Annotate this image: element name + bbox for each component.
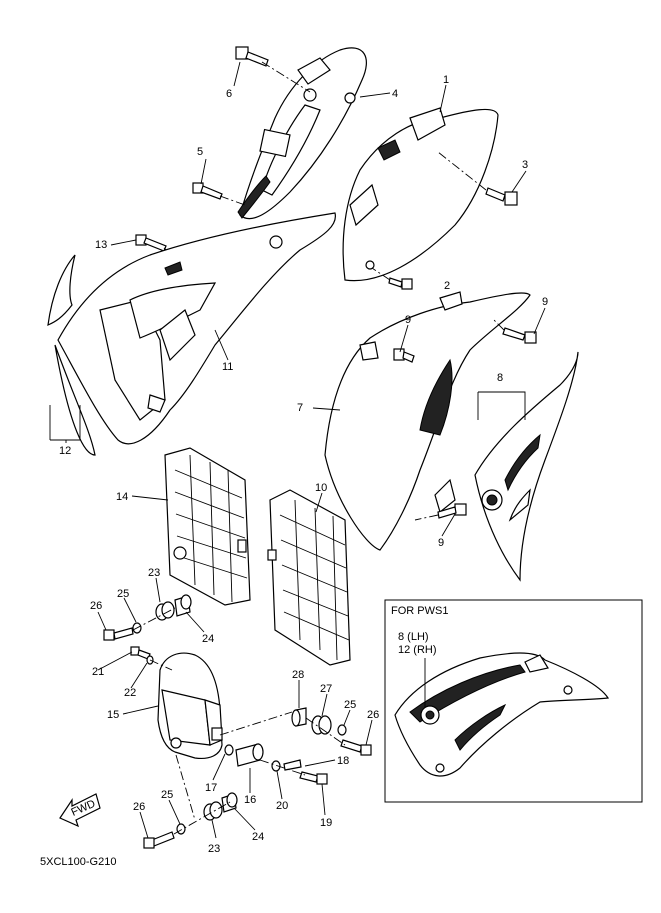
bolt-5 — [192, 182, 223, 200]
collar-23-upper — [155, 601, 175, 621]
callout-11: 11 — [222, 361, 233, 373]
callout-5: 5 — [197, 146, 203, 158]
number-plate-part — [342, 107, 499, 282]
callout-17: 17 — [205, 782, 217, 794]
callout-7: 7 — [297, 402, 303, 414]
washer-25-lower — [176, 823, 186, 835]
leader-lines — [49, 61, 546, 839]
callout-1: 1 — [443, 74, 449, 86]
bolt-9-middle — [393, 348, 415, 363]
bolt-26-upper — [103, 627, 134, 641]
pws1-graphic-part — [394, 652, 610, 777]
callout-25-upper: 25 — [117, 588, 129, 600]
callout-13: 13 — [95, 239, 107, 251]
callout-24-lower: 24 — [252, 831, 264, 843]
callout-23-upper: 23 — [148, 567, 160, 579]
callout-26-right: 26 — [367, 709, 379, 721]
callout-labels: 1 2 3 4 5 6 7 8 9 9 9 10 11 12 13 14 15 … — [59, 74, 548, 855]
inset-title: FOR PWS1 — [391, 605, 448, 617]
callout-22: 22 — [124, 687, 136, 699]
side-cover-upper-part — [237, 47, 367, 220]
grommet-27 — [311, 715, 332, 735]
radiator-guard-right-part — [267, 489, 351, 666]
side-graphic-left-part — [47, 254, 96, 456]
bolt-13 — [135, 234, 167, 252]
callout-9-middle: 9 — [405, 314, 411, 326]
inset-frame — [384, 599, 643, 803]
callout-28: 28 — [292, 669, 304, 681]
bolt-9-lower — [437, 503, 467, 519]
radiator-guard-left-part — [164, 447, 251, 606]
bolt-19 — [299, 771, 328, 785]
bolt-18 — [283, 759, 302, 771]
callout-20: 20 — [276, 800, 288, 812]
bolt-2 — [388, 277, 413, 290]
callout-8: 8 — [497, 372, 503, 384]
inset-line-2: 12 (RH) — [398, 644, 437, 656]
callout-3: 3 — [522, 159, 528, 171]
fitting-17 — [224, 744, 234, 756]
callout-21: 21 — [92, 666, 104, 678]
callout-18: 18 — [337, 755, 349, 767]
side-graphic-right-part — [474, 351, 579, 582]
bolt-3 — [485, 187, 518, 206]
callout-19: 19 — [320, 817, 332, 829]
callout-2: 2 — [444, 280, 450, 292]
callout-24-upper: 24 — [202, 633, 214, 645]
callout-26-lower: 26 — [133, 801, 145, 813]
collar-23-lower — [203, 801, 223, 821]
radiator-shroud-left-part — [57, 212, 336, 445]
bolt-9-upper-right — [502, 327, 537, 344]
radiator-shroud-right-part — [324, 291, 531, 551]
callout-4: 4 — [392, 88, 398, 100]
inset-line-1: 8 (LH) — [398, 631, 429, 643]
washer-25-right — [337, 724, 347, 736]
callout-25-lower: 25 — [161, 789, 173, 801]
callout-16: 16 — [244, 794, 256, 806]
callout-15: 15 — [107, 709, 119, 721]
callout-27: 27 — [320, 683, 332, 695]
callout-9-lower: 9 — [438, 537, 444, 549]
callout-12: 12 — [59, 445, 71, 457]
bolt-26-lower — [143, 831, 175, 849]
callout-14: 14 — [116, 491, 128, 503]
callout-26-upper: 26 — [90, 600, 102, 612]
callout-9-upper-right: 9 — [542, 296, 548, 308]
callout-10: 10 — [315, 482, 327, 494]
collar-28 — [291, 707, 307, 727]
callout-6: 6 — [226, 88, 232, 100]
callout-23-lower: 23 — [208, 843, 220, 855]
coolant-reservoir-part — [157, 652, 223, 760]
fwd-arrow-icon: FWD — [59, 793, 101, 828]
hose-clamp-16 — [235, 743, 264, 767]
callout-25-right: 25 — [344, 699, 356, 711]
washer-20 — [271, 760, 281, 772]
bolt-26-right — [340, 739, 372, 756]
damper-24-upper — [174, 594, 192, 617]
diagram-code: 5XCL100-G210 — [40, 856, 116, 868]
